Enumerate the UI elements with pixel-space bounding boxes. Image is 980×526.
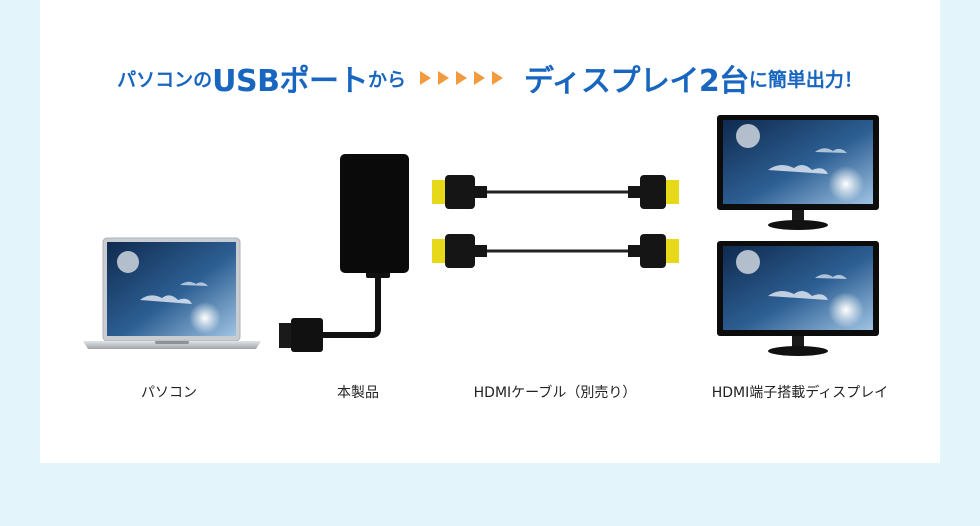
monitor-2 [717, 241, 879, 356]
caption-display: HDMI端子搭載ディスプレイ [711, 385, 889, 401]
arrow-icon [438, 71, 450, 85]
arrow-icon [420, 71, 432, 85]
headline-arrows [420, 71, 510, 85]
headline-part5: に簡単出力！ [748, 68, 863, 91]
laptop-illustration [83, 237, 261, 349]
headline-part1: パソコンの [117, 68, 213, 91]
headline-part3: から [368, 68, 407, 91]
caption-product: 本製品 [337, 385, 379, 401]
headline: パソコンの USBポート から ディスプレイ2台 に簡単出力！ [0, 56, 980, 100]
arrow-icon [492, 71, 504, 85]
headline-part4: ディスプレイ2台 [524, 64, 749, 99]
product-adapter [279, 154, 409, 352]
hdmi-cable-1 [432, 175, 679, 209]
content-panel [40, 0, 940, 463]
caption-pc: パソコン [141, 385, 197, 401]
hdmi-cable-2 [432, 234, 679, 268]
caption-cable: HDMIケーブル（別売り） [473, 385, 637, 401]
arrow-icon [456, 71, 468, 85]
arrow-icon [474, 71, 486, 85]
headline-part2: USBポート [212, 64, 369, 99]
monitor-1 [717, 115, 879, 230]
